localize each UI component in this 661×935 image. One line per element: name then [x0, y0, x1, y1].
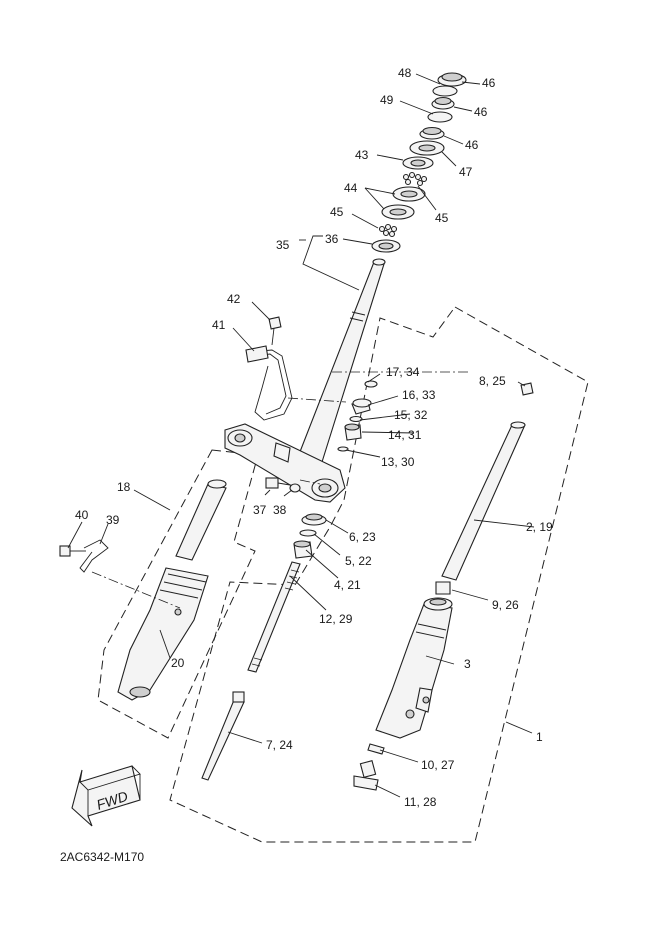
callout-38: 38: [273, 503, 287, 517]
callout-17-34: 17, 34: [386, 365, 420, 379]
steering-bearing-stack: [371, 72, 467, 253]
fork-seal-stack: [293, 513, 327, 559]
callout-2-19: 2, 19: [526, 520, 553, 534]
callout-15-32: 15, 32: [394, 408, 428, 422]
callout-46-lower: 46: [465, 138, 479, 152]
callout-39: 39: [106, 513, 120, 527]
callout-11-28: 11, 28: [404, 795, 437, 809]
forward-direction-arrow: FWD: [71, 765, 141, 827]
callout-8-25: 8, 25: [479, 374, 506, 388]
callout-5-22: 5, 22: [345, 554, 372, 568]
assembly-axis-lines: [91, 371, 470, 609]
callout-10-27: 10, 27: [421, 758, 455, 772]
callout-48: 48: [398, 66, 412, 80]
left-fork-assembly: [117, 479, 227, 701]
callout-12-29: 12, 29: [319, 612, 353, 626]
callout-20: 20: [171, 656, 185, 670]
callout-13-30: 13, 30: [381, 455, 415, 469]
callout-44: 44: [344, 181, 358, 195]
damper-rod: [201, 691, 245, 781]
fork-small-parts: [337, 380, 378, 452]
callout-labels: 48 46 49 46 46 43 47 44 45 45 36 35 42 4…: [75, 66, 553, 809]
callout-14-31: 14, 31: [388, 428, 422, 442]
right-outer-tube: [375, 597, 453, 739]
diagram-code: 2AC6342-M170: [60, 850, 144, 864]
pinch-bolt-and-washer: [265, 477, 301, 493]
callout-45-right: 45: [435, 211, 449, 225]
leader-lines: [67, 73, 535, 798]
callout-40: 40: [75, 508, 89, 522]
group-outline-right-fork: [169, 306, 589, 843]
group-outline-left-fork: [97, 449, 259, 739]
callout-42: 42: [227, 292, 241, 306]
callout-6-23: 6, 23: [349, 530, 376, 544]
callout-3: 3: [464, 657, 471, 671]
callout-7-24: 7, 24: [266, 738, 293, 752]
drain-and-bottom-bolts: [353, 743, 385, 791]
callout-49: 49: [380, 93, 394, 107]
callout-4-21: 4, 21: [334, 578, 361, 592]
callout-16-33: 16, 33: [402, 388, 436, 402]
callout-43: 43: [355, 148, 369, 162]
callout-35: 35: [276, 238, 290, 252]
callout-37: 37: [253, 503, 267, 517]
callout-47: 47: [459, 165, 473, 179]
callout-46-middle: 46: [474, 105, 488, 119]
callout-9-26: 9, 26: [492, 598, 519, 612]
callout-36: 36: [325, 232, 339, 246]
callout-46-top: 46: [482, 76, 496, 90]
hose-clamp-and-bolt: [59, 539, 109, 573]
callout-41: 41: [212, 318, 226, 332]
slide-bushing: [435, 581, 451, 595]
callout-18: 18: [117, 480, 131, 494]
right-inner-tube: [441, 382, 534, 581]
callout-1: 1: [536, 730, 543, 744]
callout-45-upper: 45: [330, 205, 344, 219]
hose-guide-bracket: [245, 316, 293, 421]
